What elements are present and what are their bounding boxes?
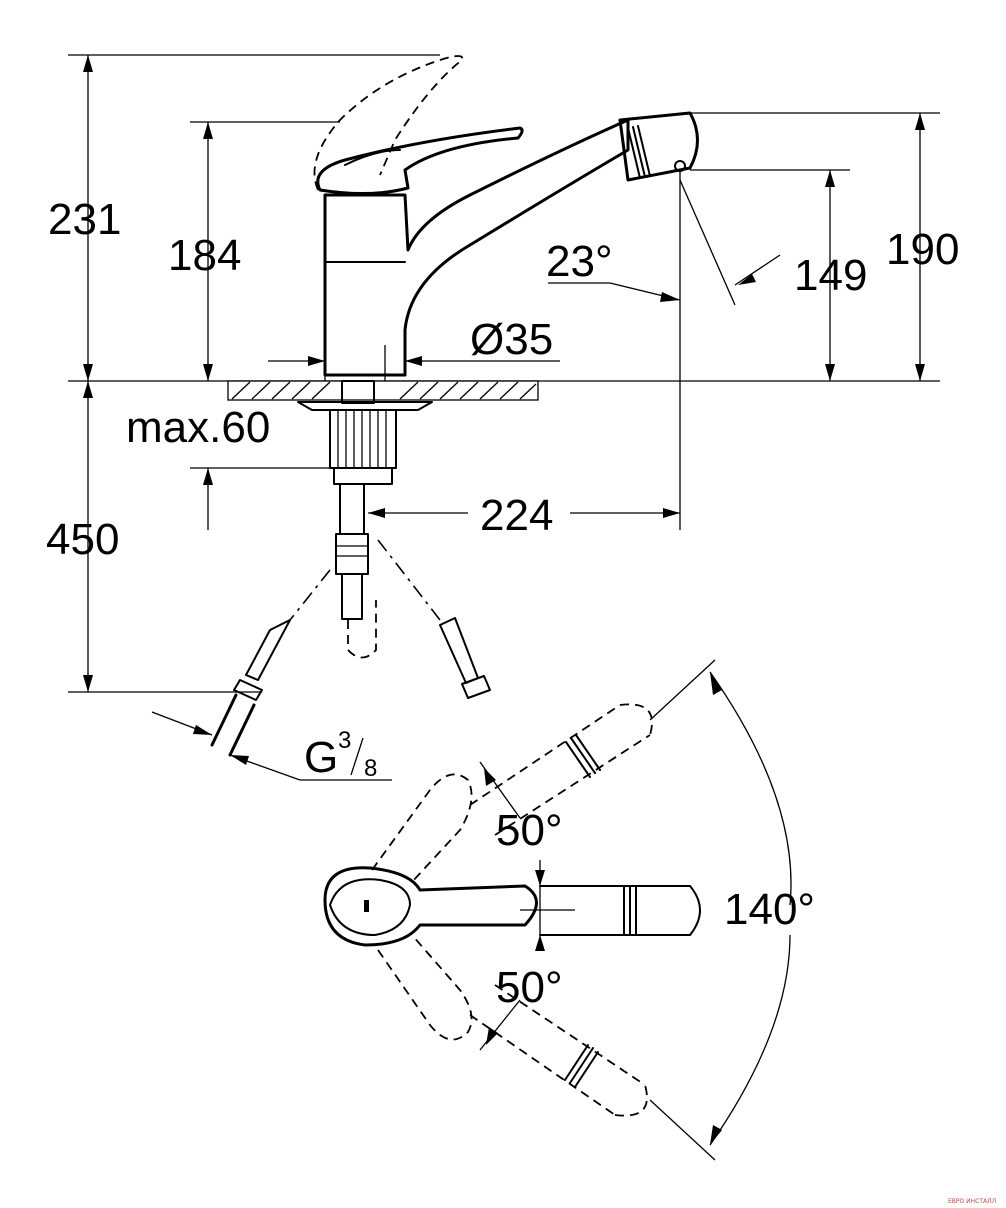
dim-lever-angle-right: 50° [496,963,563,1012]
dim-hose-length: 450 [46,515,119,564]
dim-swivel-angle: 140° [724,885,815,934]
dim-spout-height: 190 [886,225,959,274]
dim-outlet-height: 149 [794,251,867,300]
faucet-body [323,118,630,377]
dim-thread-denominator: 8 [364,755,377,782]
dim-lever-angle-left: 50° [496,806,563,855]
dim-hole-diameter: Ø35 [470,315,553,364]
countertop [68,380,940,401]
spout-head [618,111,699,182]
top-view [323,659,792,1161]
dim-total-height: 231 [48,195,121,244]
dim-spout-reach: 224 [480,491,553,540]
dim-thread-numerator: 3 [338,727,351,754]
dim-lever-height: 184 [168,231,241,280]
dim-spout-angle: 23° [546,237,613,286]
watermark-text: ЕВРО ИНСТАЛЛ [948,1198,996,1205]
mounting-assembly [297,380,433,659]
lever-handle [316,126,524,196]
dim-arrows [83,55,925,765]
hose-right [377,539,491,699]
dim-thread-base: G [304,733,338,782]
hose-left [210,569,331,757]
dim-thread-size: G 3 8 [304,727,377,782]
lever-raised-outline [313,55,464,191]
dim-max-thickness: max.60 [126,403,270,452]
